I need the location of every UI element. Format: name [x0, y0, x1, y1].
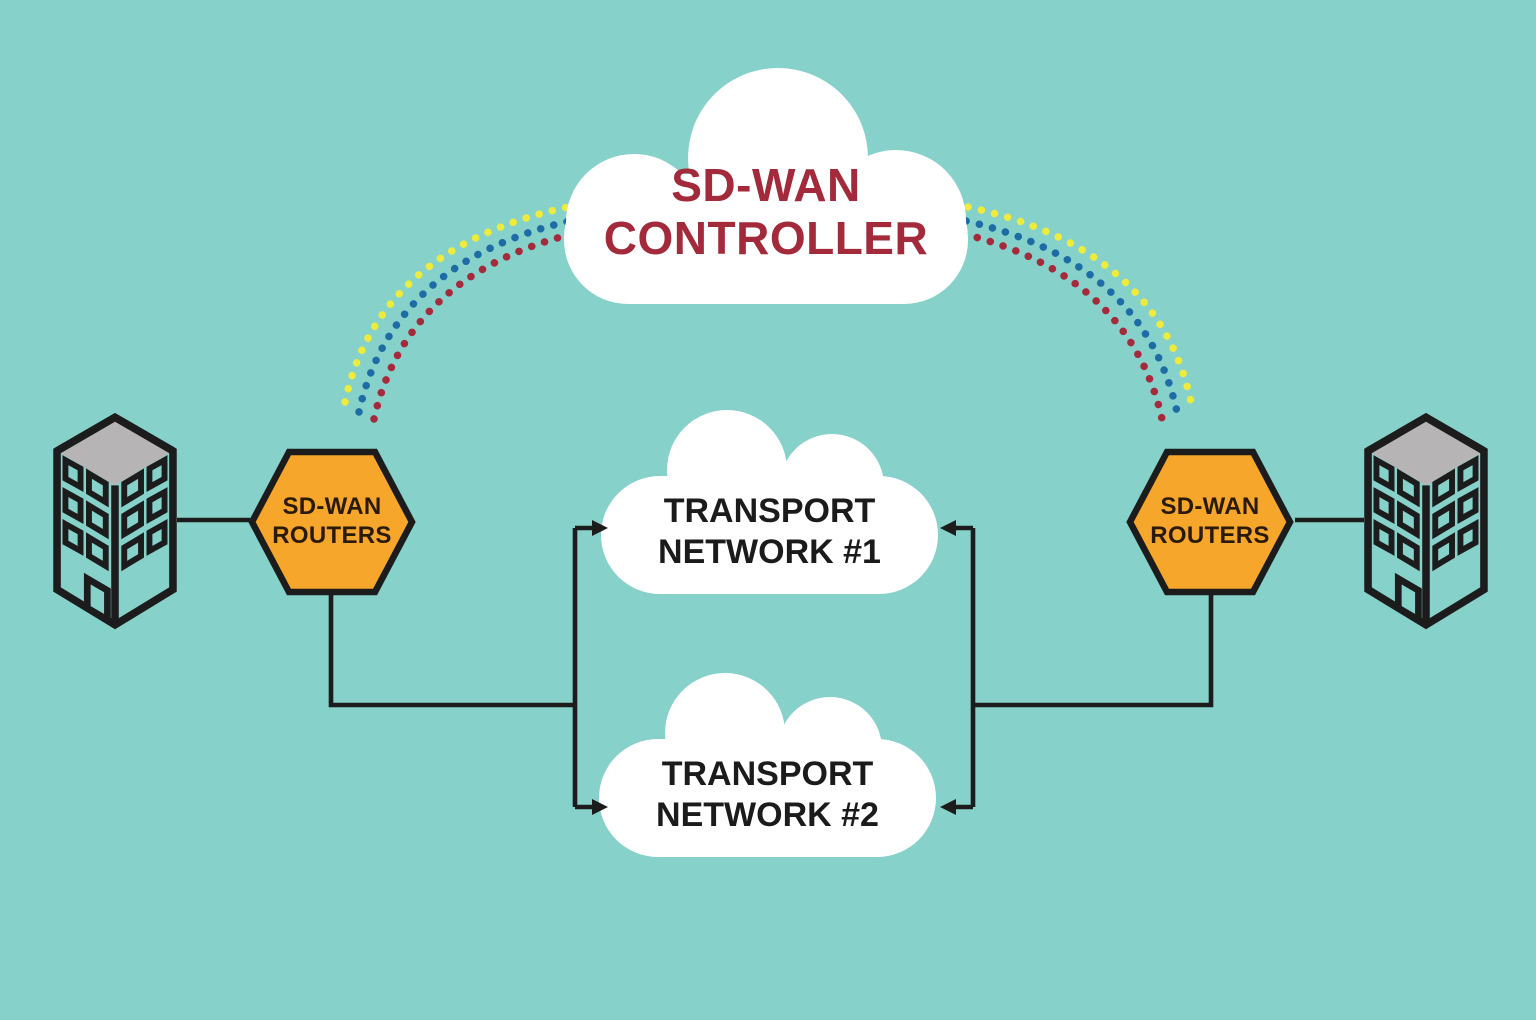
- right-router-label-line2: ROUTERS: [1150, 522, 1270, 550]
- left-arc-yellow-dotted: [341, 203, 572, 406]
- right-sdwan-router-node: SD-WAN ROUTERS: [1125, 447, 1295, 597]
- left-arc-blue-dotted: [355, 217, 574, 416]
- right-arc-red-dotted: [960, 230, 1166, 423]
- left-router-label-line1: SD-WAN: [282, 493, 382, 520]
- left-router-label: SD-WAN ROUTERS: [247, 492, 417, 551]
- controller-label-line1: SD-WAN: [671, 159, 861, 211]
- transport-network-1-label: TRANSPORT NETWORK #1: [597, 491, 942, 573]
- transport-network-1-node: TRANSPORT NETWORK #1: [597, 404, 942, 600]
- left-office-building-icon: [52, 413, 178, 630]
- transport-network-2-label: TRANSPORT NETWORK #2: [595, 754, 940, 836]
- tn1-label-line1: TRANSPORT: [663, 492, 876, 530]
- tn1-label-line2: NETWORK #1: [658, 532, 881, 571]
- tn2-label-line2: NETWORK #2: [656, 795, 879, 834]
- right-router-label: SD-WAN ROUTERS: [1125, 492, 1295, 551]
- right-arc-blue-dotted: [962, 217, 1181, 416]
- transport-network-2-node: TRANSPORT NETWORK #2: [595, 667, 940, 863]
- tn2-label-line1: TRANSPORT: [661, 755, 874, 793]
- cloud-shape: [599, 673, 936, 857]
- controller-label-line2: CONTROLLER: [603, 212, 929, 265]
- hexagon-shape: [1126, 448, 1294, 596]
- cloud-shape: [564, 68, 968, 304]
- right-office-building-icon: [1363, 413, 1489, 630]
- left-sdwan-router-node: SD-WAN ROUTERS: [247, 447, 417, 597]
- controller-label: SD-WAN CONTROLLER: [560, 159, 972, 266]
- cloud-shape: [601, 410, 938, 594]
- right-router-label-line1: SD-WAN: [1160, 493, 1260, 520]
- right-arc-yellow-dotted: [964, 203, 1195, 406]
- sdwan-controller-node: SD-WAN CONTROLLER: [560, 62, 972, 310]
- left-router-label-line2: ROUTERS: [272, 522, 392, 550]
- hexagon-shape: [248, 448, 416, 596]
- left-arc-red-dotted: [370, 230, 576, 423]
